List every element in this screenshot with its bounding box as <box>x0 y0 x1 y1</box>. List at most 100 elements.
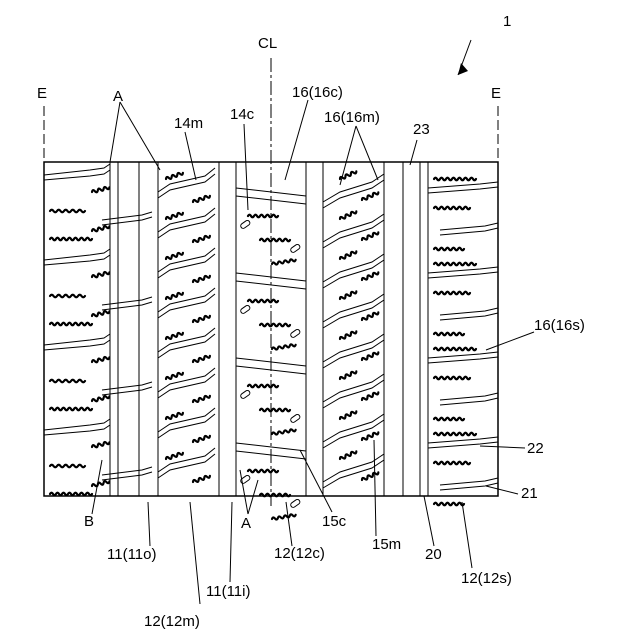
lateral-groove <box>428 182 498 188</box>
center-notch <box>240 389 251 399</box>
leader-line <box>356 126 378 180</box>
label-16m: 16(16m) <box>324 109 380 126</box>
lateral-groove <box>44 164 110 175</box>
leader-line <box>230 502 232 582</box>
lateral-groove <box>428 352 498 358</box>
sipe <box>248 385 278 388</box>
lateral-groove <box>44 249 110 260</box>
slant-groove <box>158 248 215 272</box>
leader-line <box>240 470 248 514</box>
sipe <box>339 330 357 340</box>
label-B: B <box>84 513 94 530</box>
leader-line <box>486 486 518 494</box>
label-11o: 11(11o) <box>107 546 156 563</box>
sipe <box>92 395 110 403</box>
center-lateral <box>236 188 306 196</box>
label-16s: 16(16s) <box>534 317 585 334</box>
leader-line <box>148 502 150 546</box>
sipe <box>260 409 290 412</box>
slant-groove <box>323 254 384 282</box>
sipe <box>50 380 85 383</box>
sipe <box>272 514 296 521</box>
sipe <box>165 331 183 340</box>
leader-line <box>424 496 434 546</box>
sipe <box>165 171 183 180</box>
sipe <box>260 239 290 242</box>
sipe <box>92 186 110 194</box>
sipe <box>50 238 92 241</box>
sipe <box>192 474 210 483</box>
sipe <box>339 410 357 420</box>
sipe <box>192 274 210 283</box>
sipe <box>272 259 296 266</box>
slant-groove <box>158 288 215 312</box>
lateral-groove <box>440 393 498 400</box>
sipe <box>339 210 357 220</box>
label-12m: 12(12m) <box>144 613 200 630</box>
label-14m: 14m <box>174 115 203 132</box>
label-16c: 16(16c) <box>292 84 343 101</box>
sipe <box>165 211 183 220</box>
sipe <box>50 295 85 298</box>
sipe <box>434 248 464 251</box>
center-notch <box>290 328 301 338</box>
leader-line <box>248 480 258 514</box>
sipe <box>92 310 110 318</box>
slant-groove <box>323 294 384 322</box>
sipe <box>248 300 278 303</box>
label-edge-right: E <box>491 85 501 102</box>
leader-line <box>190 502 200 604</box>
label-edge-left: E <box>37 85 47 102</box>
sipe <box>92 441 110 449</box>
sipe <box>50 493 92 496</box>
sipe <box>192 354 210 363</box>
sipe <box>361 351 379 361</box>
label-21: 21 <box>521 485 538 502</box>
slant-groove <box>158 408 215 432</box>
center-notch <box>290 498 301 508</box>
slant-groove <box>323 334 384 362</box>
leader-line <box>286 502 292 546</box>
lateral-groove <box>440 478 498 485</box>
sipe <box>434 503 464 506</box>
leader-line <box>92 460 102 514</box>
center-notch <box>290 243 301 253</box>
sipe <box>361 391 379 401</box>
sipe <box>92 480 110 488</box>
sipe <box>361 271 379 281</box>
slant-groove <box>158 368 215 392</box>
sipe <box>192 394 210 403</box>
sipe <box>339 250 357 260</box>
sipe <box>434 292 470 295</box>
sipe <box>92 225 110 233</box>
leader-line <box>285 100 308 180</box>
label-22: 22 <box>527 440 544 457</box>
sipe <box>434 263 476 266</box>
leader-line <box>110 102 120 162</box>
leader-line <box>120 102 160 170</box>
label-14c: 14c <box>230 106 255 123</box>
lateral-groove <box>428 187 498 193</box>
sipe <box>248 470 278 473</box>
slant-groove <box>158 328 215 352</box>
label-A-bottom: A <box>241 515 251 532</box>
arrow-head <box>458 63 468 75</box>
label-12c: 12(12c) <box>274 545 325 562</box>
leader-line <box>374 440 376 536</box>
lateral-groove <box>440 223 498 230</box>
sipe <box>165 371 183 380</box>
sipe <box>434 377 470 380</box>
sipe <box>434 348 476 351</box>
sipe <box>434 418 464 421</box>
leader-line <box>185 132 196 180</box>
sipe <box>50 408 92 411</box>
lateral-groove <box>428 437 498 443</box>
sipe <box>248 215 278 218</box>
slant-groove <box>158 208 215 232</box>
sipe <box>192 234 210 243</box>
leader-line <box>462 502 472 568</box>
lateral-groove <box>428 442 498 448</box>
center-notch <box>290 413 301 423</box>
label-A-top: A <box>113 88 123 105</box>
label-15m: 15m <box>372 536 401 553</box>
